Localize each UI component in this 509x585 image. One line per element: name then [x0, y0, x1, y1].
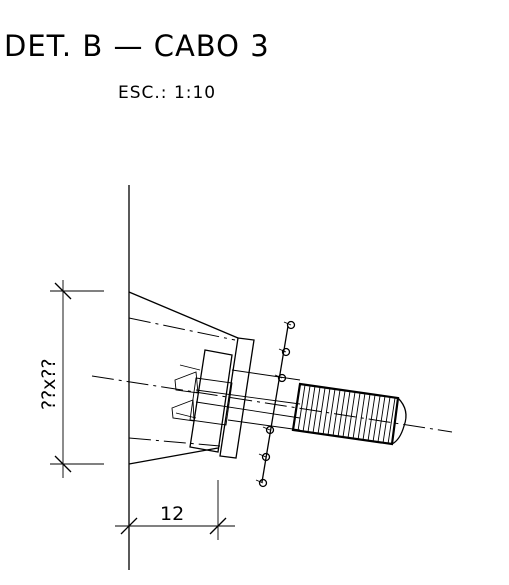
vertical-dimension: ??x??	[38, 280, 104, 478]
scale-label: ESC.: 1:10	[118, 83, 216, 103]
cable-duct	[291, 382, 407, 446]
anchorage-flare	[128, 291, 239, 465]
spiral-reinforcement	[255, 320, 296, 488]
horizontal-dimension-label: 12	[160, 503, 184, 525]
horizontal-dimension: 12	[115, 480, 235, 540]
detail-title: DET. B — CABO 3	[4, 29, 270, 63]
cable-centerline	[91, 375, 453, 433]
vertical-dimension-label: ??x??	[38, 358, 60, 410]
bearing-plate	[171, 337, 301, 459]
